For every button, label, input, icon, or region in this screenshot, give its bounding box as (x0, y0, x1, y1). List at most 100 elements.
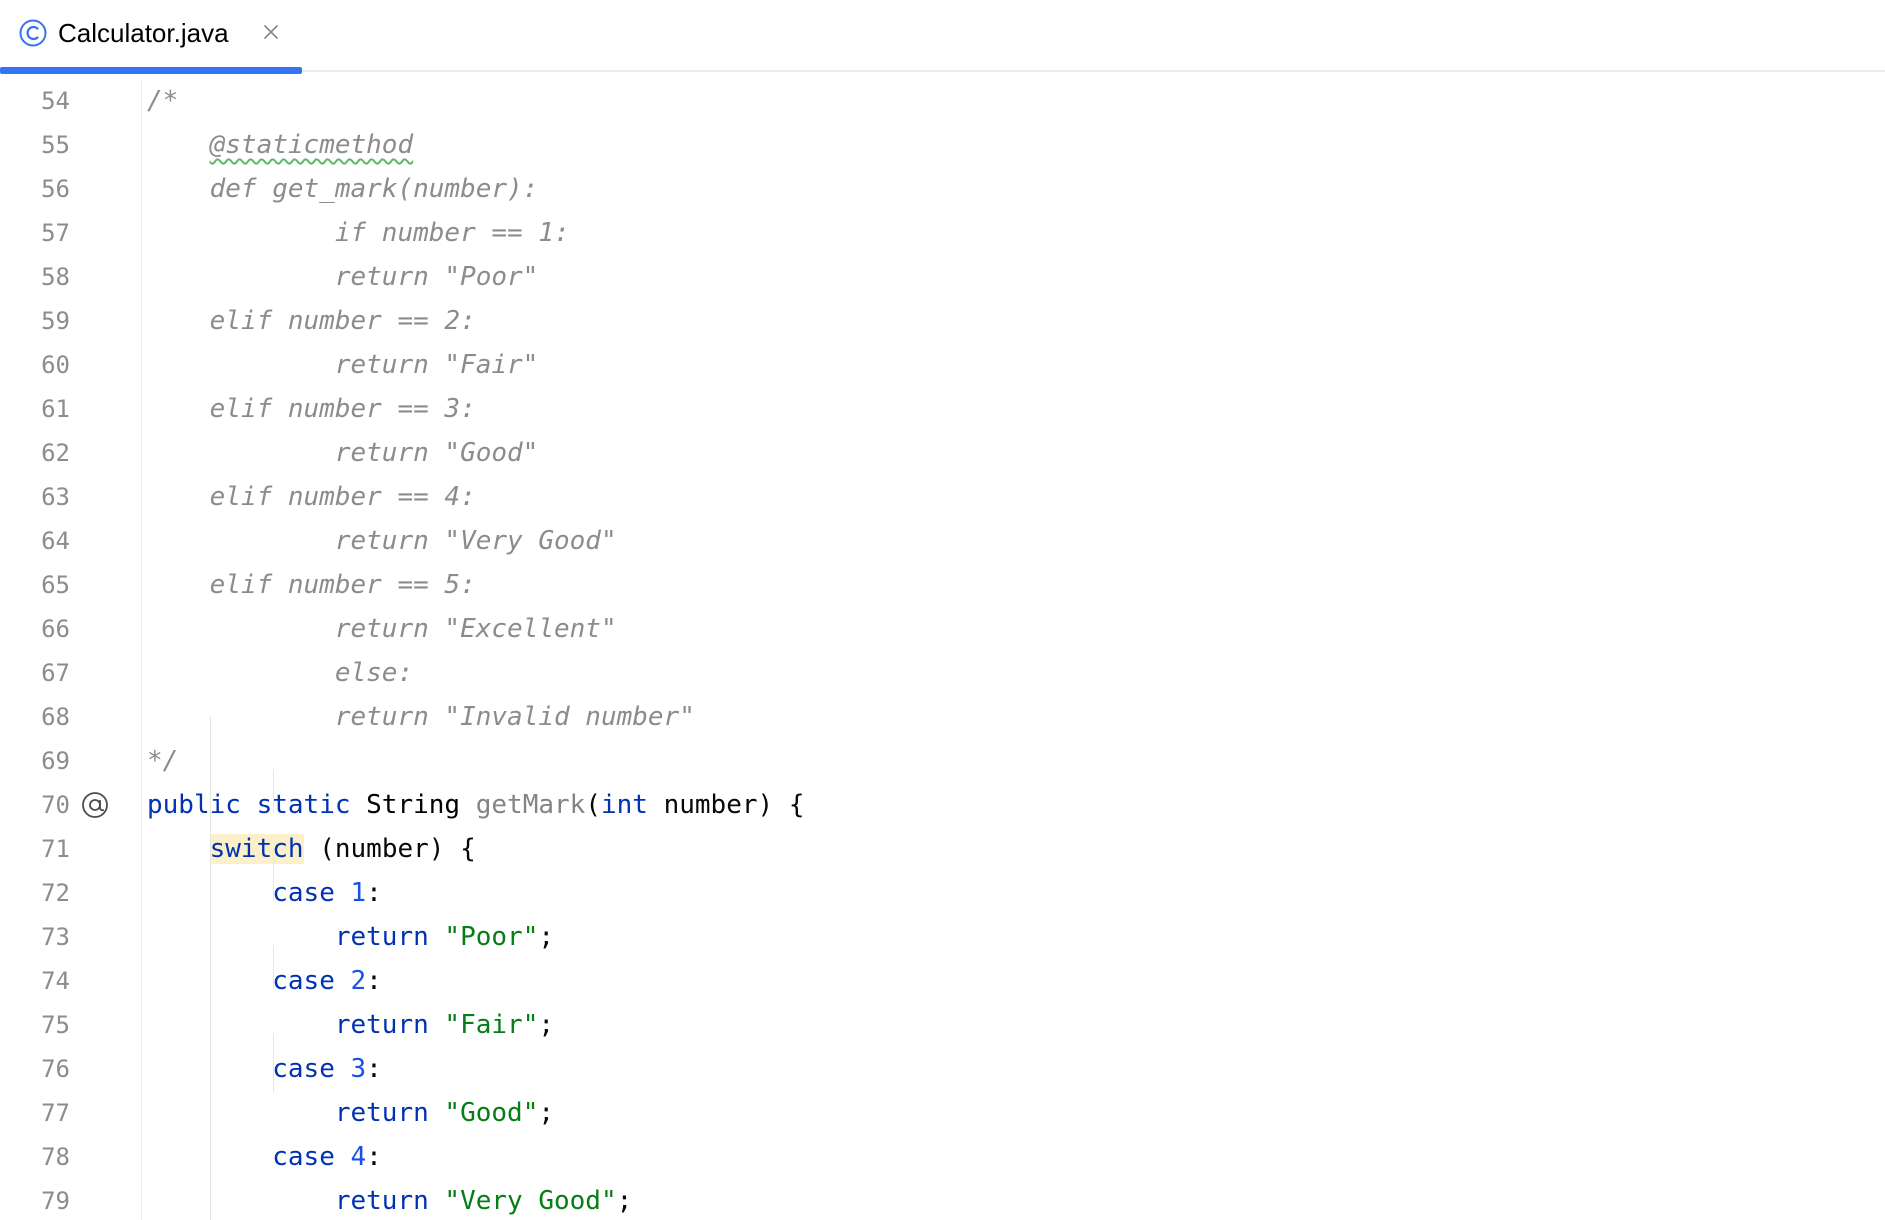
code-line[interactable]: 54 /* (0, 79, 1885, 123)
line-number[interactable]: 77 (41, 1099, 70, 1127)
code-token: case (272, 966, 335, 996)
line-number[interactable]: 75 (41, 1011, 70, 1039)
code-text[interactable]: @staticmethod (147, 123, 414, 167)
line-number[interactable]: 70 (41, 791, 70, 819)
active-tab-indicator (0, 67, 302, 74)
code-text[interactable]: elif number == 4: (147, 475, 476, 519)
code-token: ; (538, 1098, 554, 1128)
code-line[interactable]: 68 return "Invalid number" (0, 695, 1885, 739)
code-text[interactable]: return "Invalid number" (147, 695, 695, 739)
code-text[interactable]: elif number == 3: (147, 387, 476, 431)
code-token (429, 1186, 445, 1216)
line-number[interactable]: 66 (41, 615, 70, 643)
code-line[interactable]: 60 return "Fair" (0, 343, 1885, 387)
code-line[interactable]: 79 return "Very Good"; (0, 1179, 1885, 1220)
line-number[interactable]: 59 (41, 307, 70, 335)
code-text[interactable]: case 1: (147, 871, 382, 915)
code-line[interactable]: 55 @staticmethod (0, 123, 1885, 167)
code-token: switch (209, 834, 304, 864)
code-line[interactable]: 64 return "Very Good" (0, 519, 1885, 563)
line-number[interactable]: 73 (41, 923, 70, 951)
code-token: return (334, 1186, 429, 1216)
code-text[interactable]: return "Good" (147, 431, 539, 475)
code-token: 1 (350, 878, 367, 908)
at-annotation-icon[interactable] (80, 790, 110, 820)
code-line[interactable]: 56 def get_mark(number): (0, 167, 1885, 211)
line-number[interactable]: 74 (41, 967, 70, 995)
code-text[interactable]: switch (number) { (147, 827, 476, 871)
code-line[interactable]: 78 case 4: (0, 1135, 1885, 1179)
code-token (241, 790, 257, 820)
code-line[interactable]: 75 return "Fair"; (0, 1003, 1885, 1047)
line-number[interactable]: 78 (41, 1143, 70, 1171)
code-text[interactable]: else: (147, 651, 413, 695)
code-token: int (600, 790, 648, 820)
code-text[interactable]: return "Good"; (147, 1091, 554, 1135)
code-token: static (256, 790, 351, 820)
code-text[interactable]: return "Fair" (147, 343, 539, 387)
code-line[interactable]: 69 */ (0, 739, 1885, 783)
code-token (429, 1098, 445, 1128)
code-token: return "Poor" (147, 262, 539, 292)
tab-calculator-java[interactable]: Calculator.java (0, 0, 302, 74)
line-number[interactable]: 65 (41, 571, 70, 599)
line-number[interactable]: 72 (41, 879, 70, 907)
code-text[interactable]: return "Poor" (147, 255, 539, 299)
code-token: (number) { (303, 834, 476, 864)
line-number[interactable]: 62 (41, 439, 70, 467)
code-text[interactable]: elif number == 2: (147, 299, 476, 343)
code-text[interactable]: return "Excellent" (147, 607, 617, 651)
code-text[interactable]: return "Fair"; (147, 1003, 554, 1047)
line-number[interactable]: 68 (41, 703, 70, 731)
line-number[interactable]: 71 (41, 835, 70, 863)
line-number[interactable]: 76 (41, 1055, 70, 1083)
code-text[interactable]: def get_mark(number): (147, 167, 539, 211)
line-number[interactable]: 63 (41, 483, 70, 511)
code-line[interactable]: 77 return "Good"; (0, 1091, 1885, 1135)
line-number[interactable]: 67 (41, 659, 70, 687)
line-number[interactable]: 58 (41, 263, 70, 291)
code-line[interactable]: 76 case 3: (0, 1047, 1885, 1091)
code-line[interactable]: 57 if number == 1: (0, 211, 1885, 255)
code-line[interactable]: 65 elif number == 5: (0, 563, 1885, 607)
line-number[interactable]: 69 (41, 747, 70, 775)
line-number[interactable]: 79 (41, 1187, 70, 1215)
code-line[interactable]: 70 public static String getMark(int numbe… (0, 783, 1885, 827)
code-line[interactable]: 73 return "Poor"; (0, 915, 1885, 959)
code-text[interactable]: public static String getMark(int number)… (147, 783, 804, 827)
code-token: return "Fair" (147, 350, 539, 380)
code-line[interactable]: 66 return "Excellent" (0, 607, 1885, 651)
code-token: return (334, 1098, 429, 1128)
code-token (335, 878, 351, 908)
code-line[interactable]: 62 return "Good" (0, 431, 1885, 475)
line-number[interactable]: 61 (41, 395, 70, 423)
code-text[interactable]: case 4: (147, 1135, 382, 1179)
code-token: def get_mark(number): (147, 174, 539, 204)
code-text[interactable]: case 2: (147, 959, 382, 1003)
code-line[interactable]: 71 switch (number) { (0, 827, 1885, 871)
code-line[interactable]: 61 elif number == 3: (0, 387, 1885, 431)
code-text[interactable]: if number == 1: (147, 211, 570, 255)
code-line[interactable]: 63 elif number == 4: (0, 475, 1885, 519)
code-text[interactable]: return "Very Good" (147, 519, 617, 563)
code-line[interactable]: 74 case 2: (0, 959, 1885, 1003)
line-number[interactable]: 64 (41, 527, 70, 555)
code-line[interactable]: 72 case 1: (0, 871, 1885, 915)
code-token: elif number == 4: (147, 482, 476, 512)
code-text[interactable]: return "Very Good"; (147, 1179, 632, 1220)
code-line[interactable]: 67 else: (0, 651, 1885, 695)
line-number[interactable]: 57 (41, 219, 70, 247)
line-number[interactable]: 55 (41, 131, 70, 159)
line-number[interactable]: 54 (41, 87, 70, 115)
code-text[interactable]: case 3: (147, 1047, 382, 1091)
code-text[interactable]: elif number == 5: (147, 563, 476, 607)
line-number[interactable]: 56 (41, 175, 70, 203)
code-line[interactable]: 59 elif number == 2: (0, 299, 1885, 343)
code-line[interactable]: 58 return "Poor" (0, 255, 1885, 299)
code-text[interactable]: /* (147, 79, 178, 123)
close-icon[interactable] (258, 19, 284, 45)
code-text[interactable]: return "Poor"; (147, 915, 554, 959)
code-text[interactable]: */ (147, 739, 178, 783)
line-number[interactable]: 60 (41, 351, 70, 379)
